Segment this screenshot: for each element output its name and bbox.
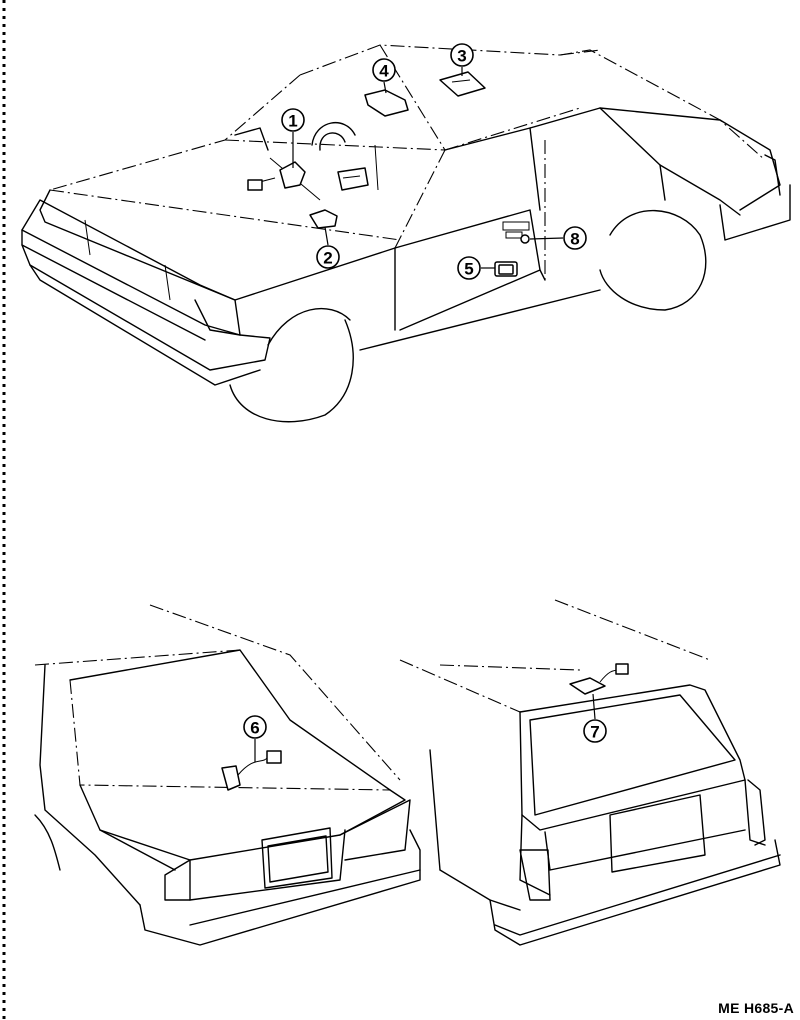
callout-3: 3	[450, 43, 474, 76]
callout-circle	[372, 58, 396, 82]
callout-8: 8	[529, 226, 587, 250]
diagram-reference-code: ME H685-A	[718, 1000, 794, 1016]
callout-number: 2	[323, 249, 332, 268]
back-door-lamp-part	[569, 677, 606, 695]
callout-number: 3	[457, 47, 466, 66]
callout-2: 2	[316, 226, 340, 269]
callout-leader-line	[592, 693, 596, 720]
callout-number: 8	[570, 230, 579, 249]
callout-6: 6	[243, 715, 267, 762]
callout-number: 1	[288, 112, 297, 131]
callout-7: 7	[583, 693, 607, 743]
callout-4: 4	[372, 58, 396, 94]
callout-1: 1	[281, 108, 305, 168]
callout-number: 6	[250, 719, 259, 738]
callout-leader-line	[383, 81, 387, 94]
door-courtesy-switch-part	[309, 209, 338, 229]
callout-circle	[450, 43, 474, 67]
room-lamp-part	[439, 71, 486, 97]
callout-number: 5	[464, 260, 473, 279]
callout-number: 7	[590, 723, 599, 742]
callout-circle	[563, 226, 587, 250]
callout-circle	[457, 256, 481, 280]
callout-circle	[243, 715, 267, 739]
callout-circle	[281, 108, 305, 132]
callout-leader-line	[529, 237, 564, 240]
door-switch-part	[520, 234, 530, 244]
callout-circle	[316, 245, 340, 269]
sedan-illustration	[21, 44, 791, 423]
callout-5: 5	[457, 256, 495, 280]
wagon-rear-illustration	[399, 599, 781, 946]
sedan-trunk-illustration	[34, 604, 421, 946]
trunk-lamp-part	[221, 765, 241, 791]
callout-circle	[583, 719, 607, 743]
callout-leader-line	[324, 226, 329, 246]
callout-number: 4	[379, 62, 389, 81]
interior-lamp-part	[337, 167, 369, 191]
map-lamp-part	[364, 89, 409, 117]
